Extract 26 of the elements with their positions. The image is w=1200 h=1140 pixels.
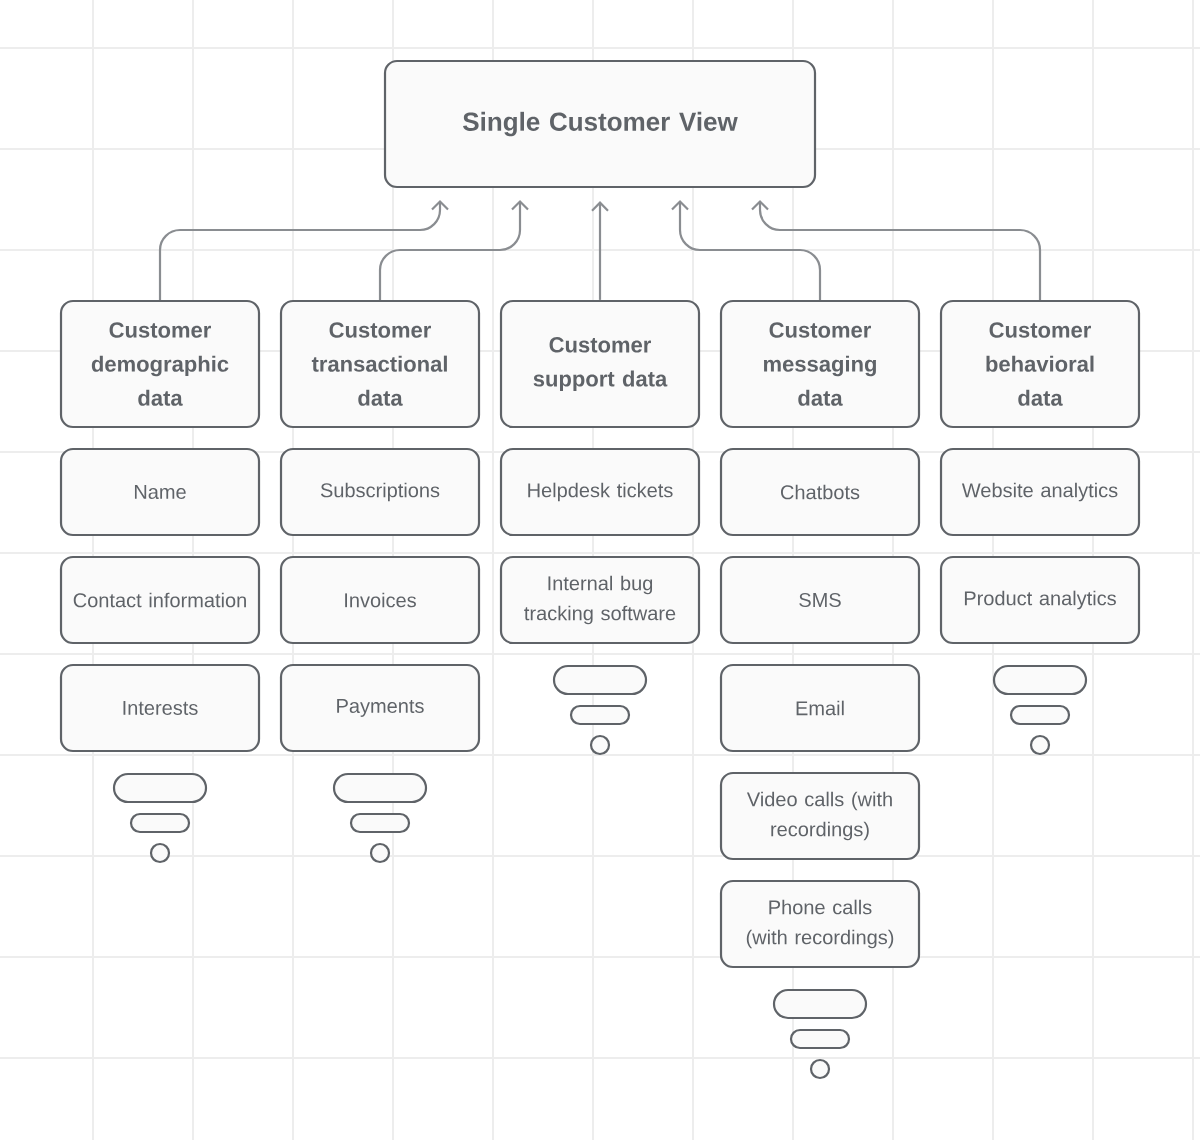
category-box: Customer messaging data (719, 299, 921, 429)
arrow (378, 200, 529, 300)
arrow (751, 200, 1042, 300)
source-box: Email (719, 663, 921, 753)
category-box: Customer transactional data (279, 299, 481, 429)
category-box: Customer demographic data (59, 299, 261, 429)
category-box: Customer support data (499, 299, 701, 429)
arrow (591, 201, 609, 300)
source-box: Chatbots (719, 447, 921, 537)
source-box: Interests (59, 663, 261, 753)
source-box: Product analytics (939, 555, 1141, 645)
category-box: Customer behavioral data (939, 299, 1141, 429)
source-box: Helpdesk tickets (499, 447, 701, 537)
source-box: Internal bug tracking software (499, 555, 701, 645)
source-box: SMS (719, 555, 921, 645)
source-box: Video calls (with recordings) (719, 771, 921, 861)
source-box: Phone calls (with recordings) (719, 879, 921, 969)
arrow (671, 200, 822, 300)
source-box: Subscriptions (279, 447, 481, 537)
source-box: Payments (279, 663, 481, 753)
source-box: Website analytics (939, 447, 1141, 537)
source-box: Invoices (279, 555, 481, 645)
source-box: Contact information (59, 555, 261, 645)
arrow (158, 200, 449, 300)
summary-box: Single Customer View (383, 59, 817, 189)
source-box: Name (59, 447, 261, 537)
